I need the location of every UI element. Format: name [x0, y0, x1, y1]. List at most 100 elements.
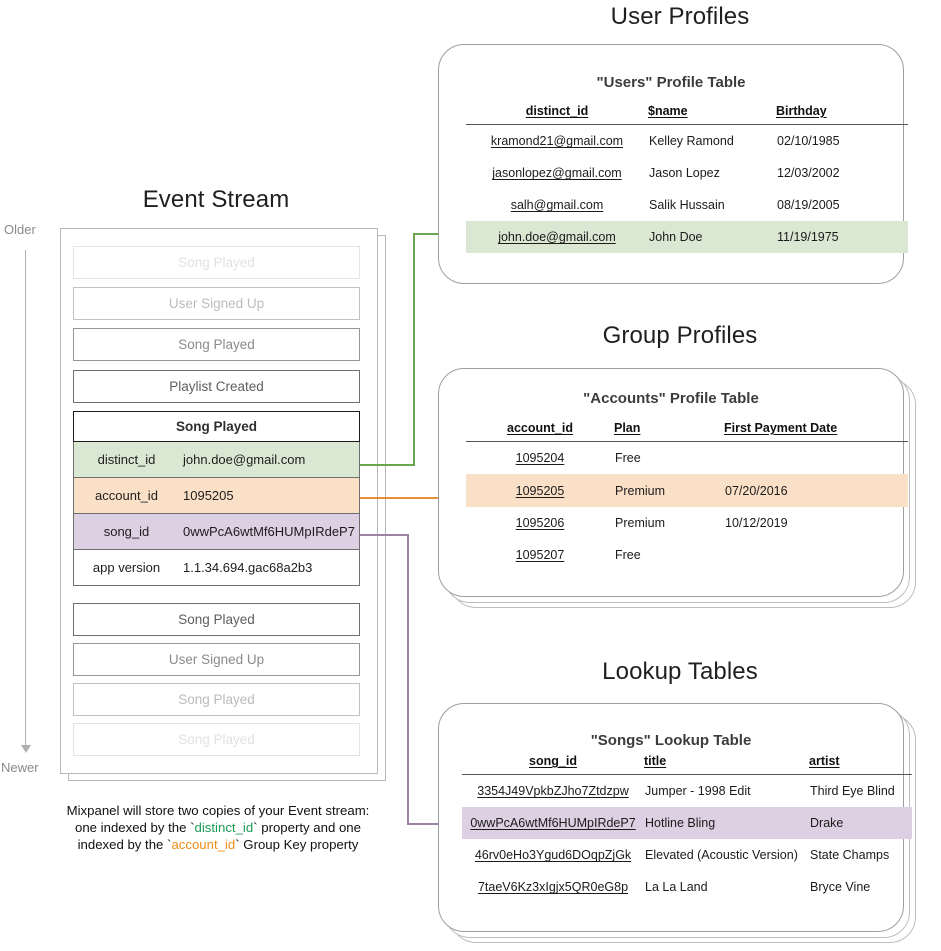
table-row[interactable]: 1095204 Free	[466, 442, 908, 474]
caption-line-1: Mixpanel will store two copies of your E…	[66, 803, 370, 818]
event-box[interactable]: Song Played	[73, 328, 360, 361]
accounts-cell-first-payment-date: 10/12/2019	[725, 516, 788, 531]
users-cell-name: Jason Lopez	[649, 166, 720, 181]
caption-line-3: indexed by the `account_id` Group Key pr…	[53, 836, 383, 853]
users-cell-name: Kelley Ramond	[649, 134, 734, 149]
event-stream-title: Event Stream	[142, 186, 290, 213]
users-cell-name: Salik Hussain	[649, 198, 725, 213]
property-value: 1095205	[183, 488, 234, 503]
table-row-highlighted[interactable]: 0wwPcA6wtMf6HUMpIRdeP7 Hotline Bling Dra…	[462, 807, 912, 840]
users-cell-birthday: 08/19/2005	[777, 198, 840, 213]
table-row[interactable]: 1095207 Free	[466, 539, 908, 571]
property-value: 1.1.34.694.gac68a2b3	[183, 560, 313, 575]
accounts-cell-first-payment-date	[724, 539, 908, 571]
accounts-col-plan: Plan	[614, 421, 641, 435]
user-profiles-title: User Profiles	[610, 3, 750, 30]
users-cell-distinct-id: john.doe@gmail.com	[498, 230, 616, 245]
songs-cell-artist: Third Eye Blind	[810, 784, 895, 799]
songs-cell-title: Jumper - 1998 Edit	[645, 784, 751, 799]
accounts-cell-account-id: 1095205	[515, 483, 565, 498]
accounts-cell-plan: Free	[615, 548, 641, 563]
accounts-header-rule	[466, 441, 908, 443]
accounts-cell-plan: Premium	[615, 516, 666, 531]
table-header-row: song_id title artist	[462, 754, 912, 774]
users-cell-birthday: 12/03/2002	[777, 166, 840, 181]
caption-code-account-id: account_id	[171, 837, 236, 852]
songs-cell-song-id: 46rv0eHo3Ygud6DOqpZjGk	[474, 848, 632, 863]
table-row[interactable]: 46rv0eHo3Ygud6DOqpZjGk Elevated (Acousti…	[462, 839, 912, 871]
songs-cell-artist: Drake	[810, 816, 844, 831]
table-row[interactable]: kramond21@gmail.com Kelley Ramond 02/10/…	[466, 125, 908, 157]
users-header-rule	[466, 124, 908, 126]
event-box[interactable]: User Signed Up	[73, 287, 360, 320]
event-property-row-distinct-id[interactable]: distinct_id john.doe@gmail.com	[73, 442, 360, 478]
users-table-title: "Users" Profile Table	[596, 74, 746, 91]
songs-header-rule	[462, 774, 912, 776]
accounts-cell-account-id: 1095206	[515, 516, 565, 531]
property-value: 0wwPcA6wtMf6HUMpIRdeP7	[183, 524, 355, 539]
caption-line-2-prefix: one indexed by the `	[75, 820, 195, 835]
caption-code-distinct-id: distinct_id	[194, 820, 254, 835]
songs-cell-song-id: 0wwPcA6wtMf6HUMpIRdeP7	[470, 816, 636, 831]
table-row[interactable]: salh@gmail.com Salik Hussain 08/19/2005	[466, 189, 908, 221]
connector-green-h1	[360, 464, 415, 466]
table-row[interactable]: 3354J49VpkbZJho7Ztdzpw Jumper - 1998 Edi…	[462, 775, 912, 807]
songs-col-artist: artist	[809, 754, 840, 768]
event-box[interactable]: User Signed Up	[73, 643, 360, 676]
caption-line-2: one indexed by the `distinct_id` propert…	[53, 819, 383, 836]
table-row-highlighted[interactable]: john.doe@gmail.com John Doe 11/19/1975	[466, 221, 908, 254]
users-cell-name: John Doe	[649, 230, 703, 245]
event-stream-caption: Mixpanel will store two copies of your E…	[53, 802, 383, 853]
caption-line-2-suffix: ` property and one	[253, 820, 361, 835]
property-value: john.doe@gmail.com	[183, 452, 306, 467]
songs-col-title: title	[644, 754, 667, 768]
group-profiles-card	[438, 368, 904, 597]
property-key: app version	[92, 560, 161, 575]
accounts-table: account_id Plan First Payment Date 10952…	[466, 421, 908, 571]
connector-purple-h1	[360, 534, 409, 536]
user-profiles-card	[438, 44, 904, 284]
users-cell-birthday: 02/10/1985	[777, 134, 840, 149]
property-key: song_id	[103, 524, 150, 539]
songs-cell-title: La La Land	[645, 880, 708, 895]
users-cell-distinct-id: jasonlopez@gmail.com	[492, 166, 622, 181]
timeline-label-older: Older	[4, 222, 36, 237]
accounts-col-first-payment-date: First Payment Date	[724, 421, 838, 435]
event-property-row-app-version[interactable]: app version 1.1.34.694.gac68a2b3	[73, 550, 360, 586]
users-col-distinct-id: distinct_id	[525, 104, 589, 118]
connector-green-v	[413, 234, 415, 465]
expanded-event-name: Song Played	[73, 411, 360, 442]
timeline-axis-line	[25, 250, 26, 745]
table-row[interactable]: 1095206 Premium 10/12/2019	[466, 507, 908, 539]
expanded-event[interactable]: Song Played distinct_id john.doe@gmail.c…	[73, 411, 360, 586]
songs-col-song-id: song_id	[529, 754, 577, 768]
table-row[interactable]: jasonlopez@gmail.com Jason Lopez 12/03/2…	[466, 157, 908, 189]
event-box[interactable]: Song Played	[73, 246, 360, 279]
songs-cell-title: Elevated (Acoustic Version)	[645, 848, 798, 863]
users-cell-distinct-id: salh@gmail.com	[510, 198, 604, 213]
event-box[interactable]: Song Played	[73, 683, 360, 716]
users-col-name: $name	[648, 104, 688, 118]
event-box[interactable]: Song Played	[73, 603, 360, 636]
event-box[interactable]: Song Played	[73, 723, 360, 756]
table-row-highlighted[interactable]: 1095205 Premium 07/20/2016	[466, 474, 908, 508]
songs-table: song_id title artist 3354J49VpkbZJho7Ztd…	[462, 754, 912, 903]
caption-line-3-prefix: indexed by the `	[77, 837, 172, 852]
event-property-row-account-id[interactable]: account_id 1095205	[73, 478, 360, 514]
table-row[interactable]: 7taeV6Kz3xIgjx5QR0eG8p La La Land Bryce …	[462, 871, 912, 903]
accounts-table-title: "Accounts" Profile Table	[583, 390, 759, 407]
accounts-cell-account-id: 1095204	[515, 451, 565, 466]
lookup-tables-card	[438, 703, 904, 932]
property-key: account_id	[95, 488, 158, 503]
connector-purple-h2	[407, 823, 460, 825]
songs-table-title: "Songs" Lookup Table	[590, 732, 752, 749]
lookup-tables-title: Lookup Tables	[602, 658, 758, 685]
songs-cell-song-id: 3354J49VpkbZJho7Ztdzpw	[477, 784, 629, 799]
event-box[interactable]: Playlist Created	[73, 370, 360, 403]
event-property-row-song-id[interactable]: song_id 0wwPcA6wtMf6HUMpIRdeP7	[73, 514, 360, 550]
connector-orange-h	[360, 497, 462, 499]
property-key: distinct_id	[97, 452, 156, 467]
accounts-cell-first-payment-date: 07/20/2016	[725, 483, 788, 498]
table-header-row: distinct_id $name Birthday	[466, 104, 908, 124]
users-cell-birthday: 11/19/1975	[777, 230, 839, 245]
